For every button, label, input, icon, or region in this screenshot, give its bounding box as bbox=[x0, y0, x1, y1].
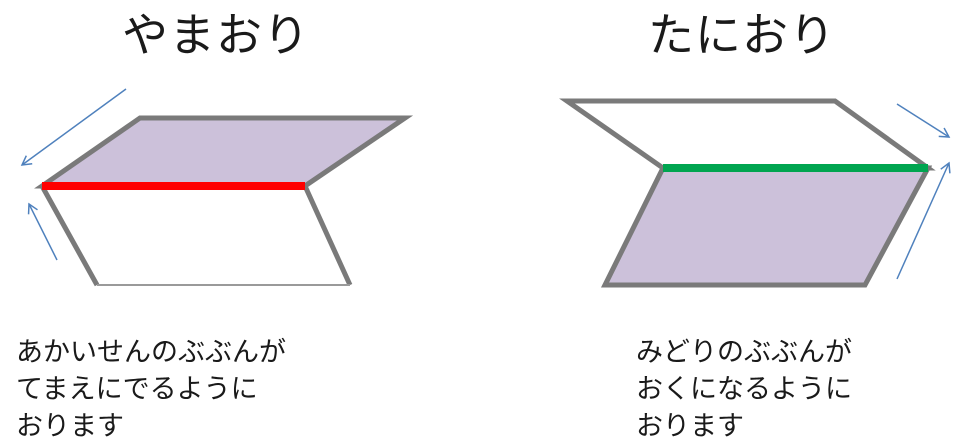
valley-fold-back-face bbox=[559, 98, 936, 171]
mountain-fold-description-line: あかいせんのぶぶんが bbox=[16, 337, 286, 368]
mountain-fold-description-line: おります bbox=[16, 411, 124, 442]
valley-fold-front-face bbox=[600, 165, 933, 288]
valley-fold-arrow-right bbox=[896, 161, 951, 280]
valley-fold-description-line: みどりのぶぶんが bbox=[636, 337, 852, 368]
valley-fold-description: みどりのぶぶんが おくになるように おります bbox=[636, 334, 852, 445]
mountain-fold-title: やまおり bbox=[122, 8, 310, 62]
valley-fold-figure bbox=[559, 98, 951, 288]
mountain-fold-side-edges bbox=[39, 184, 353, 287]
mountain-fold-arrow-top bbox=[20, 88, 127, 166]
valley-fold-description-line: おります bbox=[636, 411, 744, 442]
valley-fold-title: たにおり bbox=[648, 8, 836, 62]
mountain-fold-arrow-left bbox=[27, 202, 58, 261]
mountain-fold-top-face bbox=[34, 115, 414, 189]
mountain-fold-description-line: てまえにでるように bbox=[16, 374, 258, 405]
valley-fold-description-line: おくになるように bbox=[636, 374, 852, 405]
mountain-fold-description: あかいせんのぶぶんが てまえにでるように おります bbox=[16, 334, 286, 445]
valley-fold-arrow-top bbox=[896, 103, 951, 138]
mountain-fold-figure bbox=[20, 88, 414, 287]
